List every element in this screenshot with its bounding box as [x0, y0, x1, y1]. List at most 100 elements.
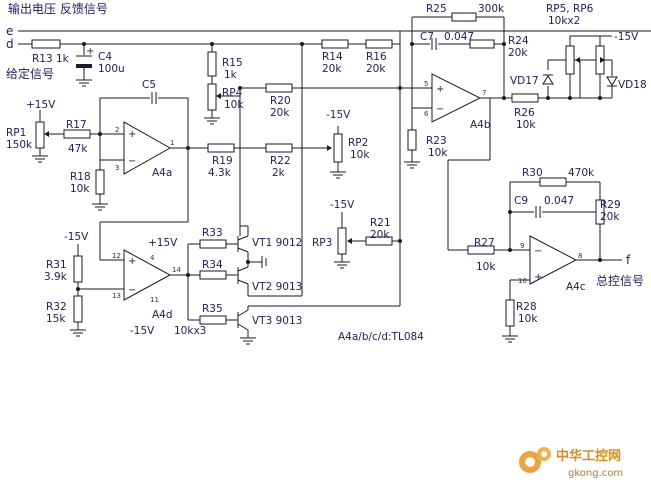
label-r22: R22	[270, 155, 291, 167]
label-vt3: VT3 9013	[252, 315, 302, 327]
label-r26: R26	[514, 107, 535, 119]
label-a4a: A4a	[152, 167, 172, 179]
svg-text:14: 14	[172, 266, 181, 274]
value-r27: 10k	[476, 261, 496, 273]
value-r24: 20k	[508, 47, 528, 59]
label-r31: R31	[46, 259, 67, 271]
value-c7: 0.047	[444, 31, 474, 43]
resistor-r33	[199, 239, 227, 249]
supply-rp2-neg: -15V	[326, 109, 351, 121]
value-r20: 20k	[270, 107, 290, 119]
supply-a4a-pos: +15V	[26, 99, 56, 111]
value-r30: 470k	[568, 167, 595, 179]
label-r19: R19	[212, 155, 233, 167]
value-r31: 3.9k	[44, 271, 68, 283]
value-r33-35: 10kx3	[174, 325, 206, 337]
svg-text:10: 10	[518, 277, 527, 285]
svg-text:−: −	[436, 104, 444, 115]
resistors	[31, 12, 605, 327]
resistor-r29	[595, 199, 605, 225]
label-r17: R17	[66, 119, 87, 131]
component-labels: R13 1k C4 100u R15 1k RP4 10k R14 20k R1…	[6, 3, 647, 337]
label-r16: R16	[366, 51, 387, 63]
value-r32: 15k	[46, 313, 66, 325]
svg-text:−: −	[534, 246, 542, 257]
resistor-rp2	[333, 133, 343, 163]
resistor-r32	[73, 295, 83, 323]
label-r20: R20	[270, 95, 291, 107]
resistor-r35	[199, 315, 227, 325]
resistor-r20	[265, 83, 293, 93]
resistor-r34	[199, 270, 227, 280]
value-r13: 1k	[56, 53, 70, 65]
top-note: 输出电压 反馈信号	[8, 1, 108, 16]
chip-note: A4a/b/c/d:TL084	[338, 331, 424, 343]
supply-rp3-neg: -15V	[330, 199, 355, 211]
resistor-r24	[469, 39, 495, 49]
gkong-watermark: 中华工控网 gkong.com	[519, 447, 623, 479]
value-c4: 100u	[98, 63, 125, 75]
label-r28: R28	[516, 301, 537, 313]
resistor-r18	[95, 169, 105, 195]
value-rp1: 150k	[6, 139, 33, 151]
resistor-rp4	[207, 83, 217, 111]
resistor-r31	[73, 255, 83, 283]
value-r23: 10k	[428, 147, 448, 159]
given-signal-label: 给定信号	[6, 66, 54, 81]
resistor-r25	[451, 12, 477, 22]
value-r29: 20k	[600, 211, 620, 223]
label-r29: R29	[600, 199, 621, 211]
svg-text:9: 9	[520, 242, 524, 250]
opamp-a4c	[529, 235, 578, 285]
resistor-r26	[511, 93, 539, 103]
label-r33: R33	[202, 227, 223, 239]
label-a4d: A4d	[152, 309, 173, 321]
value-r14: 20k	[322, 63, 342, 75]
supply-a4d-neg: -15V	[130, 325, 155, 337]
value-r22: 2k	[272, 167, 286, 179]
value-r15: 1k	[224, 69, 238, 81]
label-rp56: RP5, RP6	[546, 3, 594, 15]
label-c7: C7	[420, 31, 434, 43]
svg-text:3: 3	[115, 164, 119, 172]
label-r34: R34	[202, 259, 223, 271]
value-r25: 300k	[478, 3, 505, 15]
supply-r31-neg: -15V	[64, 231, 89, 243]
opamp-a4b	[431, 73, 482, 123]
label-r23: R23	[426, 135, 447, 147]
value-r21: 20k	[370, 229, 390, 241]
opamp-a4d	[123, 249, 172, 301]
svg-text:2: 2	[115, 126, 119, 134]
svg-text:7: 7	[482, 89, 486, 97]
svg-text:12: 12	[112, 252, 121, 260]
watermark-brand: 中华工控网	[556, 448, 621, 464]
value-r18: 10k	[70, 183, 90, 195]
label-vt2: VT2 9013	[252, 281, 302, 293]
svg-text:−: −	[128, 285, 136, 296]
opamp-a4a	[123, 121, 172, 175]
pot-wipers	[44, 57, 605, 244]
total-control-label: 总控信号	[596, 274, 644, 288]
label-rp2: RP2	[348, 137, 368, 149]
resistor-r30	[539, 177, 567, 187]
value-r28: 10k	[518, 313, 538, 325]
value-r16: 20k	[366, 63, 386, 75]
opamps: + − + − + − − +	[123, 73, 578, 301]
svg-text:+: +	[86, 46, 94, 57]
value-rp4: 10k	[224, 99, 244, 111]
transistors	[237, 235, 267, 331]
svg-text:4: 4	[150, 254, 155, 262]
label-c5: C5	[142, 79, 156, 91]
label-vd18: VD18	[618, 79, 647, 91]
label-r13: R13	[32, 53, 53, 65]
label-r18: R18	[70, 171, 91, 183]
net-d-label: d	[6, 37, 14, 51]
svg-text:5: 5	[424, 80, 428, 88]
label-rp3: RP3	[312, 237, 332, 249]
resistor-r16	[365, 39, 393, 49]
svg-text:+: +	[534, 272, 542, 283]
value-r19: 4.3k	[208, 167, 232, 179]
resistor-r22	[265, 143, 293, 153]
resistor-r21	[365, 236, 393, 246]
resistor-r28	[505, 299, 515, 327]
